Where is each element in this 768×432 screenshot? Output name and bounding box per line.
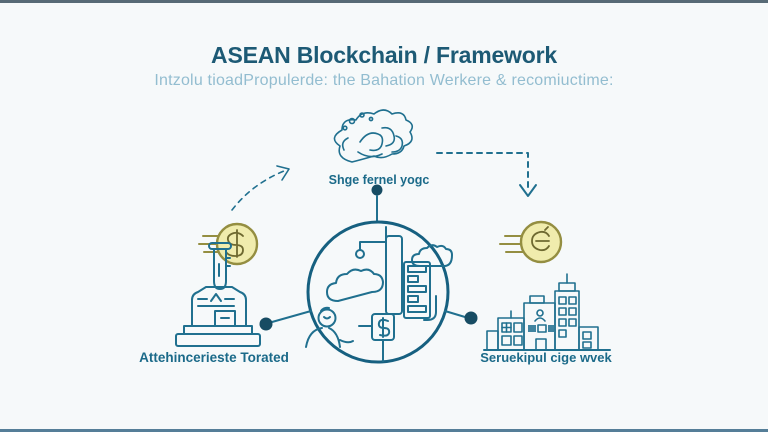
speeding-crypto-coin-icon (499, 220, 563, 264)
left-connector (259, 310, 312, 331)
blockchain-hub-circle-icon (305, 220, 453, 364)
dashed-elbow-arrow-icon (436, 152, 537, 197)
top-node-label: Shge fernel yogc (328, 173, 430, 187)
left-node-label: Attehincerieste Torated (139, 350, 289, 365)
right-connector (444, 310, 478, 325)
page-title: ASEAN Blockchain / Framework (211, 42, 557, 68)
scribble-cloud-icon (333, 109, 414, 163)
city-buildings-icon (483, 273, 611, 351)
bottom-edge-bar (0, 429, 768, 432)
top-edge-bar (0, 0, 768, 3)
right-node-label: Seruekipul cige wvek (480, 350, 612, 365)
top-connector (371, 184, 383, 222)
dashed-curved-arrow-icon (231, 165, 290, 211)
page-subtitle: Intzolu tioadPropulerde: the Bahation We… (154, 72, 614, 89)
machine-building-icon (175, 242, 261, 347)
